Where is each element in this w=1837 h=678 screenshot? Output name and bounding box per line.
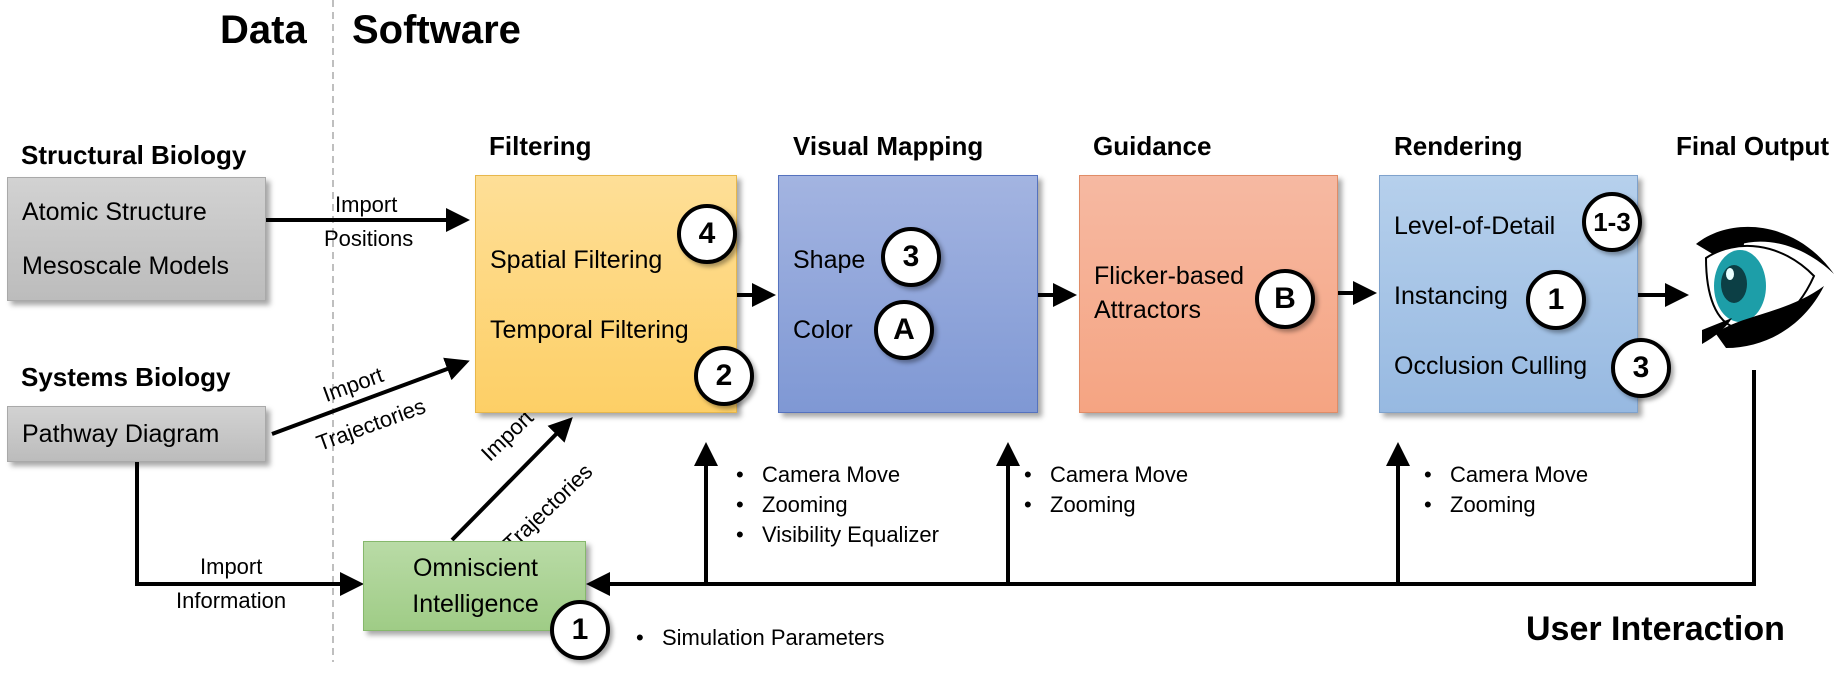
guidance-title: Guidance bbox=[1093, 131, 1212, 161]
interaction-item: Zooming bbox=[1022, 490, 1188, 520]
visual-mapping-title: Visual Mapping bbox=[793, 131, 984, 161]
interaction-item: Simulation Parameters bbox=[634, 623, 885, 653]
interaction-item: Camera Move bbox=[1422, 460, 1588, 490]
pathway-diagram-box: Pathway Diagram bbox=[7, 406, 266, 462]
occlusion-culling-badge: 3 bbox=[1611, 338, 1671, 398]
rendering-title: Rendering bbox=[1394, 131, 1523, 161]
interaction-item: Zooming bbox=[734, 490, 939, 520]
structural-biology-title: Structural Biology bbox=[21, 140, 247, 170]
import-information-label-2: Information bbox=[176, 588, 287, 613]
instancing-badge: 1 bbox=[1526, 270, 1586, 330]
color-label: Color bbox=[793, 316, 853, 344]
import-positions-label-1: Import bbox=[335, 192, 398, 217]
omniscient-interaction-list: Simulation Parameters bbox=[634, 623, 885, 653]
shape-badge: 3 bbox=[881, 227, 941, 287]
color-badge: A bbox=[874, 300, 934, 360]
omniscient-label-2: Intelligence bbox=[412, 590, 539, 618]
temporal-filtering-badge: 2 bbox=[694, 346, 754, 406]
omniscient-badge: 1 bbox=[550, 600, 610, 660]
shape-label: Shape bbox=[793, 246, 866, 274]
software-header: Software bbox=[352, 8, 521, 52]
temporal-filtering-label: Temporal Filtering bbox=[490, 316, 689, 344]
structural-data-box: Atomic Structure Mesoscale Models bbox=[7, 177, 266, 301]
spatial-filtering-label: Spatial Filtering bbox=[490, 246, 663, 274]
pathway-diagram-label: Pathway Diagram bbox=[22, 420, 220, 448]
interaction-item: Camera Move bbox=[1022, 460, 1188, 490]
spatial-filtering-badge: 4 bbox=[677, 204, 737, 264]
interaction-item: Camera Move bbox=[734, 460, 939, 490]
eye-icon bbox=[1696, 226, 1834, 348]
rendering-interaction-list: Camera MoveZooming bbox=[1422, 460, 1588, 520]
mesoscale-models-label: Mesoscale Models bbox=[22, 252, 230, 280]
user-interaction-header: User Interaction bbox=[1526, 610, 1785, 648]
filtering-interaction-list: Camera MoveZoomingVisibility Equalizer bbox=[734, 460, 939, 550]
flicker-label-1: Flicker-based bbox=[1094, 262, 1245, 290]
visual-mapping-interaction-list: Camera MoveZooming bbox=[1022, 460, 1188, 520]
instancing-label: Instancing bbox=[1394, 282, 1508, 310]
import-information-label-1: Import bbox=[200, 554, 263, 579]
interaction-item: Zooming bbox=[1422, 490, 1588, 520]
final-output-title: Final Output bbox=[1676, 131, 1830, 161]
import-positions-label-2: Positions bbox=[324, 226, 414, 251]
interaction-item: Visibility Equalizer bbox=[734, 520, 939, 550]
flicker-label-2: Attractors bbox=[1094, 296, 1201, 324]
level-of-detail-label: Level-of-Detail bbox=[1394, 212, 1556, 240]
visual-mapping-box: Shape Color bbox=[778, 175, 1038, 413]
omniscient-intelligence-box: Omniscient Intelligence bbox=[363, 541, 586, 631]
occlusion-culling-label: Occlusion Culling bbox=[1394, 352, 1588, 380]
data-header: Data bbox=[220, 8, 307, 52]
filtering-title: Filtering bbox=[489, 131, 592, 161]
level-of-detail-badge: 1-3 bbox=[1582, 192, 1642, 252]
omniscient-label-1: Omniscient bbox=[412, 554, 539, 582]
systems-biology-title: Systems Biology bbox=[21, 362, 231, 392]
atomic-structure-label: Atomic Structure bbox=[22, 198, 207, 226]
guidance-badge: B bbox=[1255, 269, 1315, 329]
